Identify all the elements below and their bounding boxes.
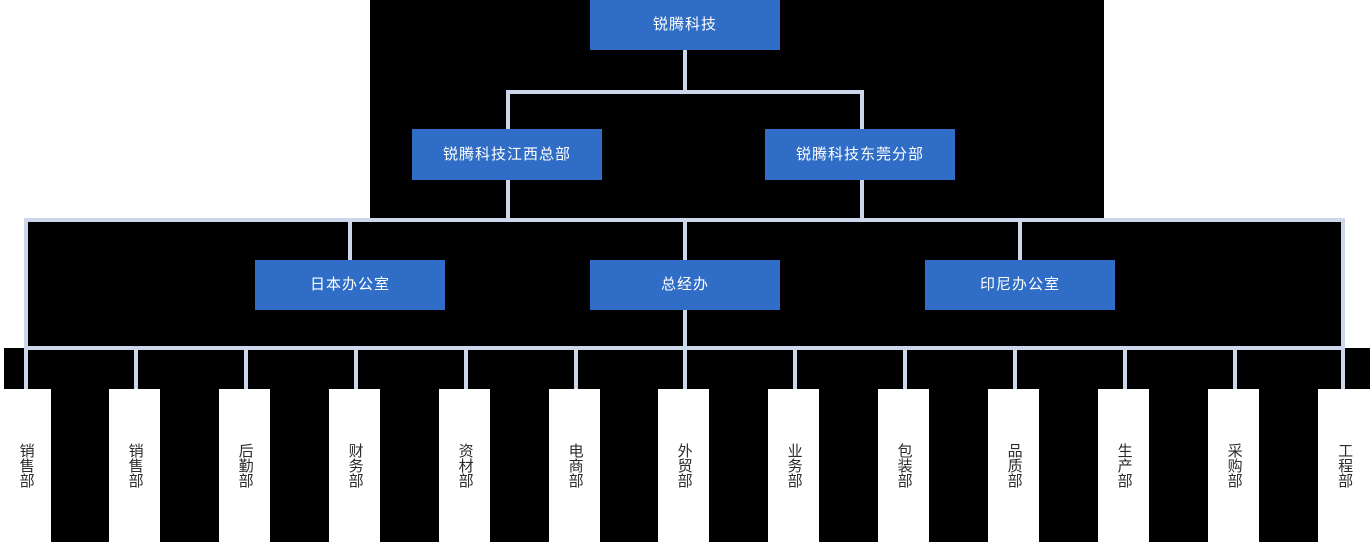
connector-dept-stem-4 [354,346,358,389]
connector-dept-stem-13 [1341,346,1345,389]
node-japan-office-label: 日本办公室 [309,276,390,294]
node-department[interactable]: 包装部 [878,389,929,542]
node-jiangxi-hq[interactable]: 锐腾科技江西总部 [412,129,602,180]
connector-dept-stem-2 [134,346,138,389]
connector-level3-right-edge [1341,218,1345,348]
node-department-label: 包装部 [895,443,913,488]
node-department[interactable]: 资材部 [439,389,490,542]
connector-root-down [683,50,687,92]
connector-dept-stem-1 [24,346,28,389]
connector-dept-stem-12 [1233,346,1237,389]
node-department-label: 销售部 [126,443,144,488]
connector-level3-left-edge [24,218,28,348]
connector-japan-down [348,218,352,260]
node-department[interactable]: 采购部 [1208,389,1259,542]
node-department-label: 销售部 [17,443,35,488]
node-root[interactable]: 锐腾科技 [590,0,780,50]
node-department[interactable]: 销售部 [0,389,51,542]
connector-dept-stem-5 [464,346,468,389]
node-dongguan-branch-label: 锐腾科技东莞分部 [795,145,924,163]
node-japan-office[interactable]: 日本办公室 [255,260,445,310]
node-general-manager-office[interactable]: 总经办 [590,260,780,310]
connector-dept-stem-10 [1013,346,1017,389]
node-department-label: 生产部 [1115,443,1133,488]
connector-dept-stem-8 [793,346,797,389]
plate-gap-sliver [0,348,4,389]
node-department-label: 采购部 [1225,443,1243,488]
connector-general-stem [683,310,687,348]
node-department-label: 工程部 [1336,443,1354,488]
node-department[interactable]: 财务部 [329,389,380,542]
connector-jiangxi-down [506,90,510,129]
connector-level2-bar [506,90,864,94]
node-jiangxi-hq-label: 锐腾科技江西总部 [442,145,571,163]
node-department[interactable]: 电商部 [549,389,600,542]
connector-dept-stem-7 [683,346,687,389]
node-root-label: 锐腾科技 [652,16,717,34]
plate-top-right [1104,0,1370,218]
connector-indonesia-down [1018,218,1022,260]
node-general-manager-office-label: 总经办 [660,276,709,294]
node-department-label: 财务部 [346,443,364,488]
node-department-label: 后勤部 [236,443,254,488]
connector-dept-stem-3 [244,346,248,389]
node-indonesia-office-label: 印尼办公室 [979,276,1060,294]
node-department[interactable]: 外贸部 [658,389,709,542]
node-department-label: 电商部 [566,443,584,488]
connector-dept-stem-9 [903,346,907,389]
node-department[interactable]: 工程部 [1318,389,1370,542]
node-department[interactable]: 销售部 [109,389,160,542]
connector-dept-stem-6 [574,346,578,389]
plate-mid-right [1345,218,1370,348]
node-department-label: 资材部 [456,443,474,488]
connector-general-down [683,218,687,260]
plate-top-left [0,0,370,218]
node-department[interactable]: 品质部 [988,389,1039,542]
node-department[interactable]: 业务部 [768,389,819,542]
node-department-label: 品质部 [1005,443,1023,488]
node-indonesia-office[interactable]: 印尼办公室 [925,260,1115,310]
node-department-label: 业务部 [785,443,803,488]
node-dongguan-branch[interactable]: 锐腾科技东莞分部 [765,129,955,180]
connector-dongguan-stem [860,180,864,220]
plate-mid-left [0,218,24,348]
node-department[interactable]: 后勤部 [219,389,270,542]
node-department[interactable]: 生产部 [1098,389,1149,542]
connector-dept-stem-11 [1123,346,1127,389]
connector-jiangxi-stem [506,180,510,220]
node-department-label: 外贸部 [675,443,693,488]
connector-dongguan-down [860,90,864,129]
